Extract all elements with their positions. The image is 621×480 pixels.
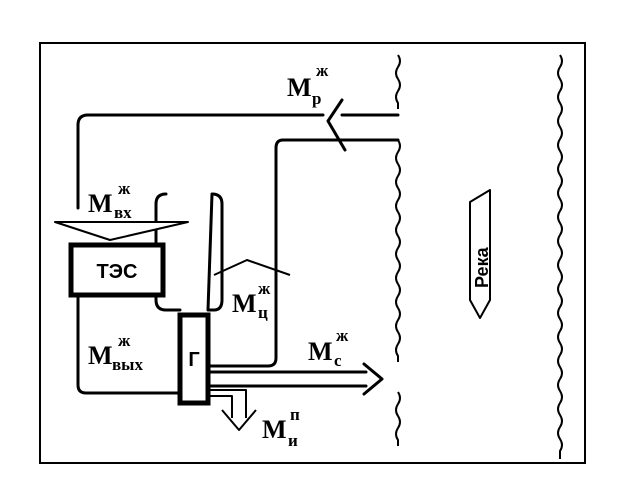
river-bank-left-lower (395, 391, 401, 446)
river-bank-left-middle (395, 139, 401, 362)
svg-text:M: M (262, 415, 287, 444)
svg-text:и: и (288, 431, 298, 450)
svg-text:ж: ж (118, 331, 131, 350)
circulation-label: M ж ц (232, 279, 271, 322)
svg-text:ж: ж (336, 326, 349, 345)
river-bank-right (557, 54, 563, 459)
intake-pipe (76, 113, 400, 210)
evaporation-label: M п и (262, 405, 300, 450)
evaporation-pipe-top (208, 389, 247, 396)
svg-text:ж: ж (258, 279, 271, 298)
svg-text:M: M (88, 189, 113, 218)
svg-text:M: M (308, 337, 333, 366)
generator-box (177, 312, 211, 406)
discharge-label: M ж с (308, 326, 349, 370)
river-flow-arrow (469, 189, 491, 319)
svg-text:вх: вх (114, 203, 132, 222)
svg-text:M: M (88, 341, 113, 370)
plant-label: ТЭС (97, 261, 138, 283)
intake-arrow-head (326, 98, 347, 152)
discharge-arrow-head (362, 362, 384, 396)
outer-frame (39, 42, 586, 464)
generator-label: Г (188, 349, 199, 371)
svg-text:M: M (232, 289, 257, 318)
circulation-return-wedge (213, 259, 291, 276)
river-flow-label: M ж р (287, 61, 329, 108)
circulation-pipe (208, 138, 400, 368)
svg-text:с: с (334, 351, 342, 370)
plant-box (68, 242, 166, 298)
svg-text:р: р (312, 89, 321, 108)
inflow-label: M ж вх (88, 179, 132, 222)
river-label: Река (472, 246, 492, 288)
outflow-label: M ж вых (88, 331, 143, 374)
evaporation-pipe (208, 395, 257, 431)
outflow-pipe (76, 293, 182, 395)
svg-text:ж: ж (118, 179, 131, 198)
plant-vessel (154, 192, 224, 312)
svg-text:M: M (287, 73, 312, 102)
svg-text:ц: ц (258, 303, 268, 322)
inflow-wedge (54, 221, 189, 241)
svg-text:ж: ж (316, 61, 329, 80)
discharge-pipe (206, 370, 368, 388)
svg-text:вых: вых (112, 355, 143, 374)
svg-text:п: п (290, 405, 300, 424)
river-bank-left-upper (395, 54, 401, 109)
